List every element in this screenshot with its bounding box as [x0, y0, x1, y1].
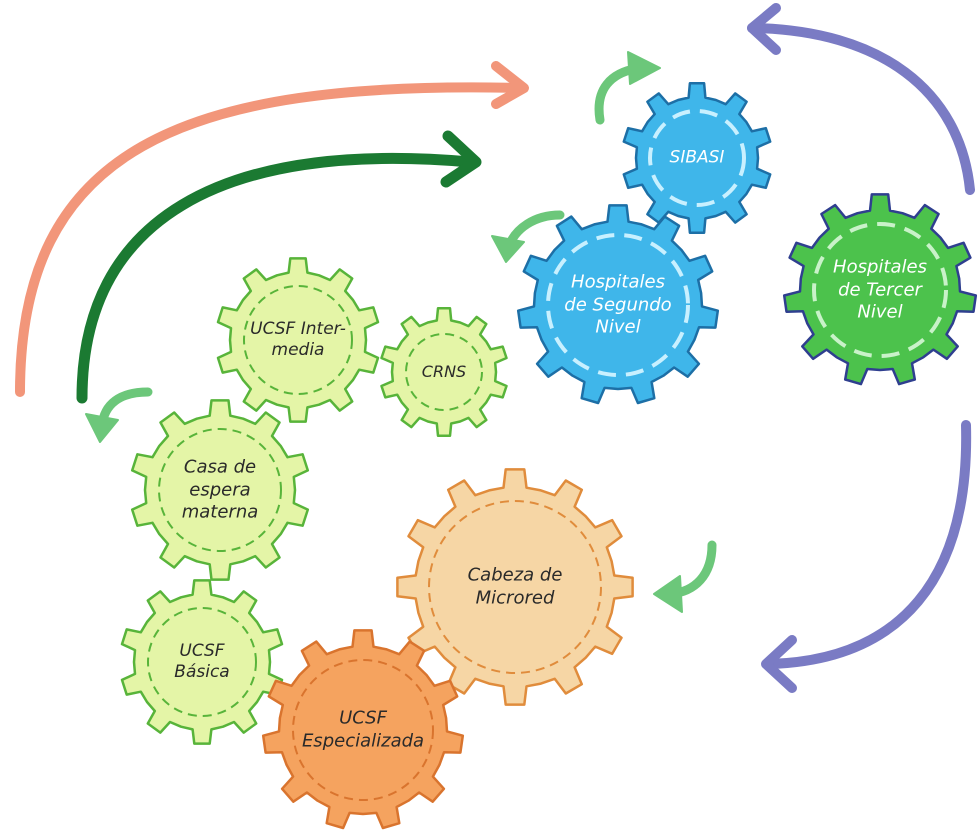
- gear-label-ucsf-basica: UCSF Básica: [174, 640, 230, 682]
- gear-label-crns: CRNS: [421, 362, 467, 381]
- small-arrow-microred: [653, 540, 717, 613]
- gear-label-ucsf-intermedia: UCSF Inter- media: [250, 318, 346, 360]
- small-arrow-up-right: [594, 51, 661, 125]
- gear-cabeza-de-microred: [396, 468, 634, 706]
- gear-label-hospitales-tercer-nivel: Hospitales de Tercer Nivel: [833, 256, 927, 323]
- gear-body: [396, 468, 634, 706]
- gear-label-sibasi: SIBASI: [669, 147, 725, 168]
- gear-ucsf-especializada: [261, 629, 465, 830]
- gear-sibasi: [622, 82, 772, 234]
- gear-label-cabeza-de-microred: Cabeza de Microred: [467, 564, 563, 609]
- gear-body: [622, 82, 772, 234]
- small-arrow-left-bottom: [85, 387, 153, 443]
- gear-dashed-ring: [428, 500, 602, 674]
- gear-crns: [380, 307, 508, 437]
- gear-hospitales-segundo-nivel: [516, 204, 720, 405]
- gear-body: [216, 257, 380, 423]
- gear-label-casa-espera-materna: Casa de espera materna: [181, 456, 259, 523]
- gear-ucsf-intermedia: [216, 257, 380, 423]
- gear-dashed-ring: [243, 285, 353, 395]
- small-arrow-left-top: [491, 210, 565, 263]
- gear-dashed-ring: [546, 233, 690, 377]
- salmon-arrow: [15, 61, 529, 397]
- purple-arrow-top: [747, 3, 975, 195]
- gear-body: [516, 204, 720, 405]
- gear-body: [130, 399, 310, 581]
- gear-dashed-ring: [158, 428, 282, 552]
- gear-dashed-ring: [405, 333, 483, 411]
- gear-body: [380, 307, 508, 437]
- gear-dashed-ring: [292, 659, 434, 801]
- gear-ucsf-basica: [120, 579, 284, 745]
- gear-body: [120, 579, 284, 745]
- gear-hospitales-tercer-nivel: [782, 193, 977, 386]
- arrows-layer: [15, 3, 975, 693]
- purple-arrow-bottom: [761, 420, 972, 693]
- gear-dashed-ring: [147, 607, 257, 717]
- gear-label-hospitales-segundo-nivel: Hospitales de Segundo Nivel: [564, 271, 672, 338]
- gears-layer: [120, 82, 977, 830]
- dark-green-arrow: [76, 130, 482, 404]
- gear-label-ucsf-especializada: UCSF Especializada: [301, 707, 425, 752]
- gear-casa-espera-materna: [130, 399, 310, 581]
- gear-dashed-ring: [648, 109, 746, 207]
- gear-dashed-ring: [812, 222, 948, 358]
